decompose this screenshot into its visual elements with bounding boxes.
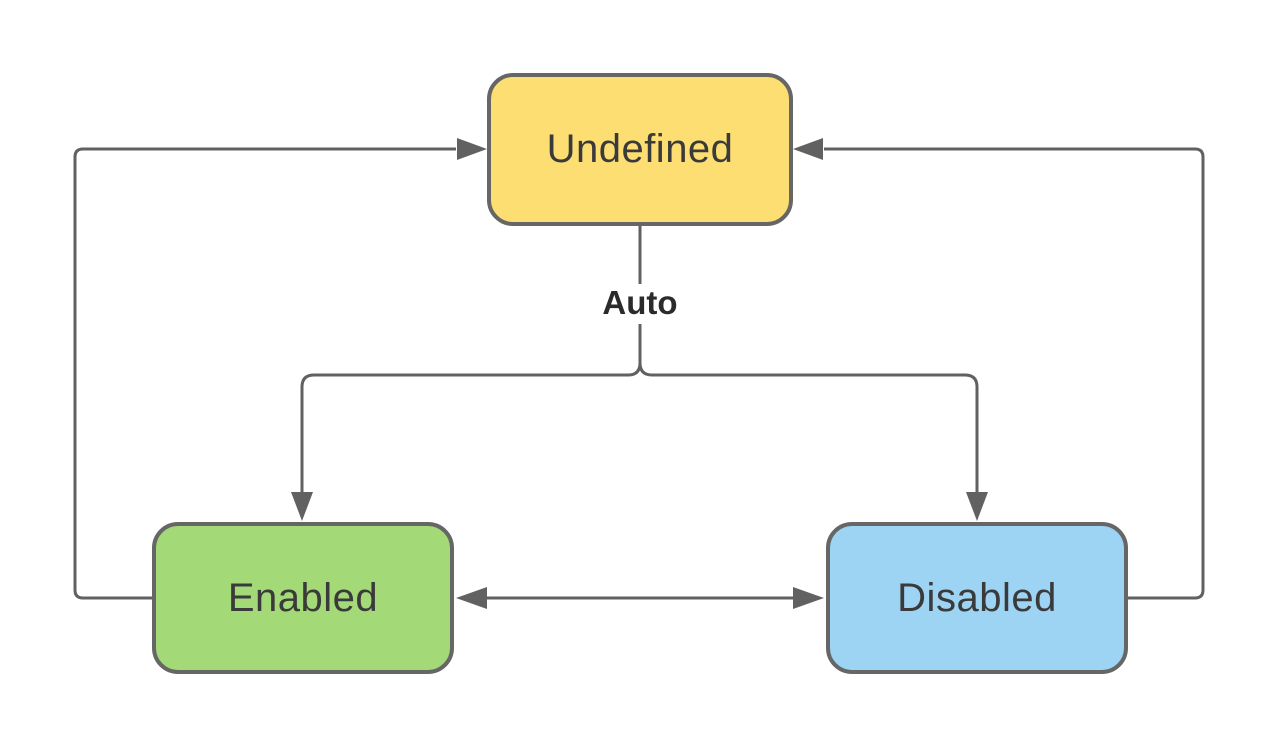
edge-auto-to-disabled[interactable] <box>638 324 979 492</box>
arrowhead-into-disabled-top <box>966 492 988 521</box>
edge-disabled-to-undefined[interactable] <box>824 147 1205 600</box>
state-node-enabled[interactable]: Enabled <box>152 522 454 674</box>
state-node-disabled[interactable]: Disabled <box>826 522 1128 674</box>
arrowhead-into-disabled-left <box>793 587 824 609</box>
arrowhead-into-enabled-right <box>456 587 487 609</box>
edge-lines <box>73 147 1205 600</box>
edge-enabled-to-undefined[interactable] <box>73 147 456 600</box>
state-node-disabled-label: Disabled <box>897 575 1057 620</box>
arrowhead-into-undefined-left <box>457 138 487 160</box>
arrowhead-into-undefined-right <box>793 138 823 160</box>
edge-arrowheads <box>291 138 988 609</box>
arrowhead-into-enabled-top <box>291 492 313 521</box>
state-node-enabled-label: Enabled <box>227 575 379 620</box>
state-node-undefined-label: Undefined <box>546 127 734 171</box>
edge-label-auto: Auto <box>602 284 678 321</box>
edge-auto-to-enabled[interactable] <box>300 324 642 492</box>
state-node-undefined[interactable]: Undefined <box>487 73 793 226</box>
